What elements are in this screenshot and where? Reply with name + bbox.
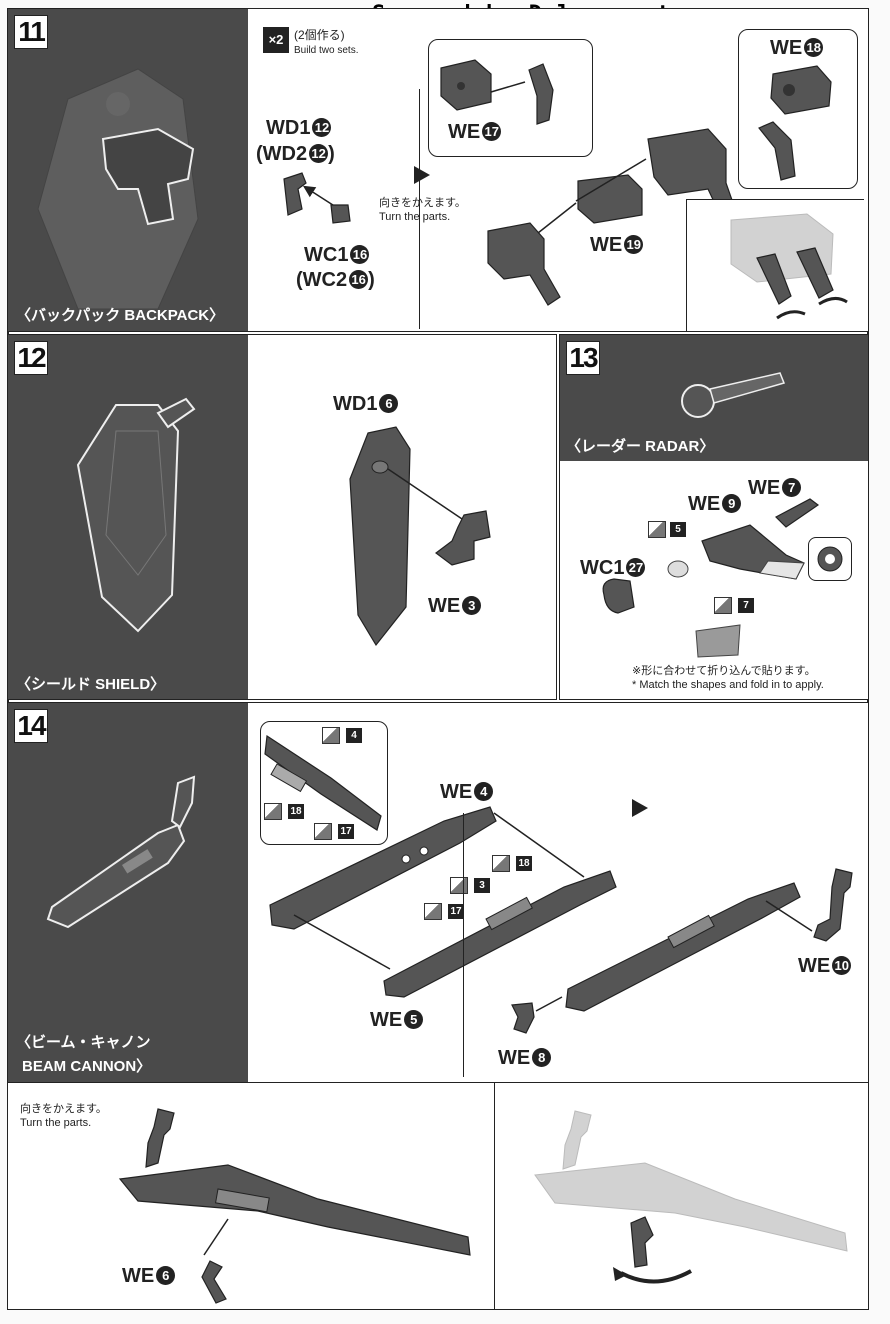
sticker-icon	[492, 855, 510, 872]
sticker-icon	[264, 803, 282, 820]
turn-parts-jp: 向きをかえます。	[379, 197, 466, 209]
radar-assembly-drawing	[602, 498, 820, 658]
build-count-en: Build two sets.	[294, 45, 359, 56]
radar-detail-bubble	[808, 537, 852, 581]
turn-parts-jp: 向きをかえます。	[20, 1103, 107, 1115]
step-14-preview: 14 〈ビーム・キャノン BEAM CANNON〉	[8, 703, 248, 1083]
sticker-4: 4	[346, 728, 362, 743]
sticker-17b: 17	[448, 904, 464, 919]
step-11-panel: 11 〈バックパック BACKPACK〉 ×2 (2個作る) Build two…	[7, 8, 869, 332]
wd1-part-drawing	[283, 172, 351, 224]
sticker-icon	[450, 877, 468, 894]
step-number: 11	[14, 15, 48, 49]
step-11-preview: 11 〈バックパック BACKPACK〉	[8, 9, 248, 331]
sticker-17: 17	[338, 824, 354, 839]
sticker-5: 5	[670, 522, 686, 537]
step-number: 13	[566, 341, 600, 375]
cannon-result-drawing	[534, 1110, 848, 1284]
sticker-18: 18	[288, 804, 304, 819]
cannon-halves-drawing	[269, 806, 617, 998]
step-13-preview: 13 〈レーダー RADAR〉	[560, 335, 868, 461]
next-arrow-icon	[632, 799, 648, 817]
sticker-note-jp: ※形に合わせて折り込んで貼ります。	[632, 665, 816, 677]
next-arrow-icon	[414, 166, 430, 184]
shield-illustration	[76, 397, 196, 633]
step-caption: 〈レーダー RADAR〉	[566, 438, 715, 455]
robot-backpack-illustration	[37, 68, 199, 310]
sticker-18b: 18	[516, 856, 532, 871]
detail-bubble-we18	[738, 29, 858, 189]
sticker-icon	[314, 823, 332, 840]
sticker-icon	[424, 903, 442, 920]
step-caption-en: BEAM CANNON〉	[22, 1058, 152, 1075]
shield-assembly-drawing	[349, 426, 491, 647]
beam-cannon-illustration	[46, 775, 196, 929]
build-count-jp: (2個作る)	[294, 28, 345, 42]
step-caption: 〈バックパック BACKPACK〉	[16, 307, 225, 324]
step-caption: 〈シールド SHIELD〉	[16, 676, 166, 693]
cannon-result-panel	[494, 1082, 869, 1310]
cannon-joined-drawing	[511, 882, 801, 1034]
we10-part-drawing	[765, 868, 853, 942]
cannon-turned-drawing	[118, 1108, 471, 1304]
radar-illustration	[681, 372, 786, 418]
detail-bubble-we17	[428, 39, 593, 157]
sticker-icon	[714, 597, 732, 614]
turn-parts-en: Turn the parts.	[379, 211, 451, 223]
build-count-badge: ×2	[263, 27, 289, 53]
sticker-3: 3	[474, 878, 490, 893]
step-12-preview: 12 〈シールド SHIELD〉	[8, 335, 248, 699]
sticker-icon	[648, 521, 666, 538]
result-preview-backpack	[686, 199, 864, 331]
turn-parts-en: Turn the parts.	[20, 1117, 92, 1129]
sticker-note-en: * Match the shapes and fold in to apply.	[632, 679, 824, 691]
sticker-icon	[322, 727, 340, 744]
step-caption-jp: 〈ビーム・キャノン	[16, 1034, 151, 1051]
step-number: 14	[14, 709, 48, 743]
sticker-7: 7	[738, 598, 754, 613]
step-number: 12	[14, 341, 48, 375]
